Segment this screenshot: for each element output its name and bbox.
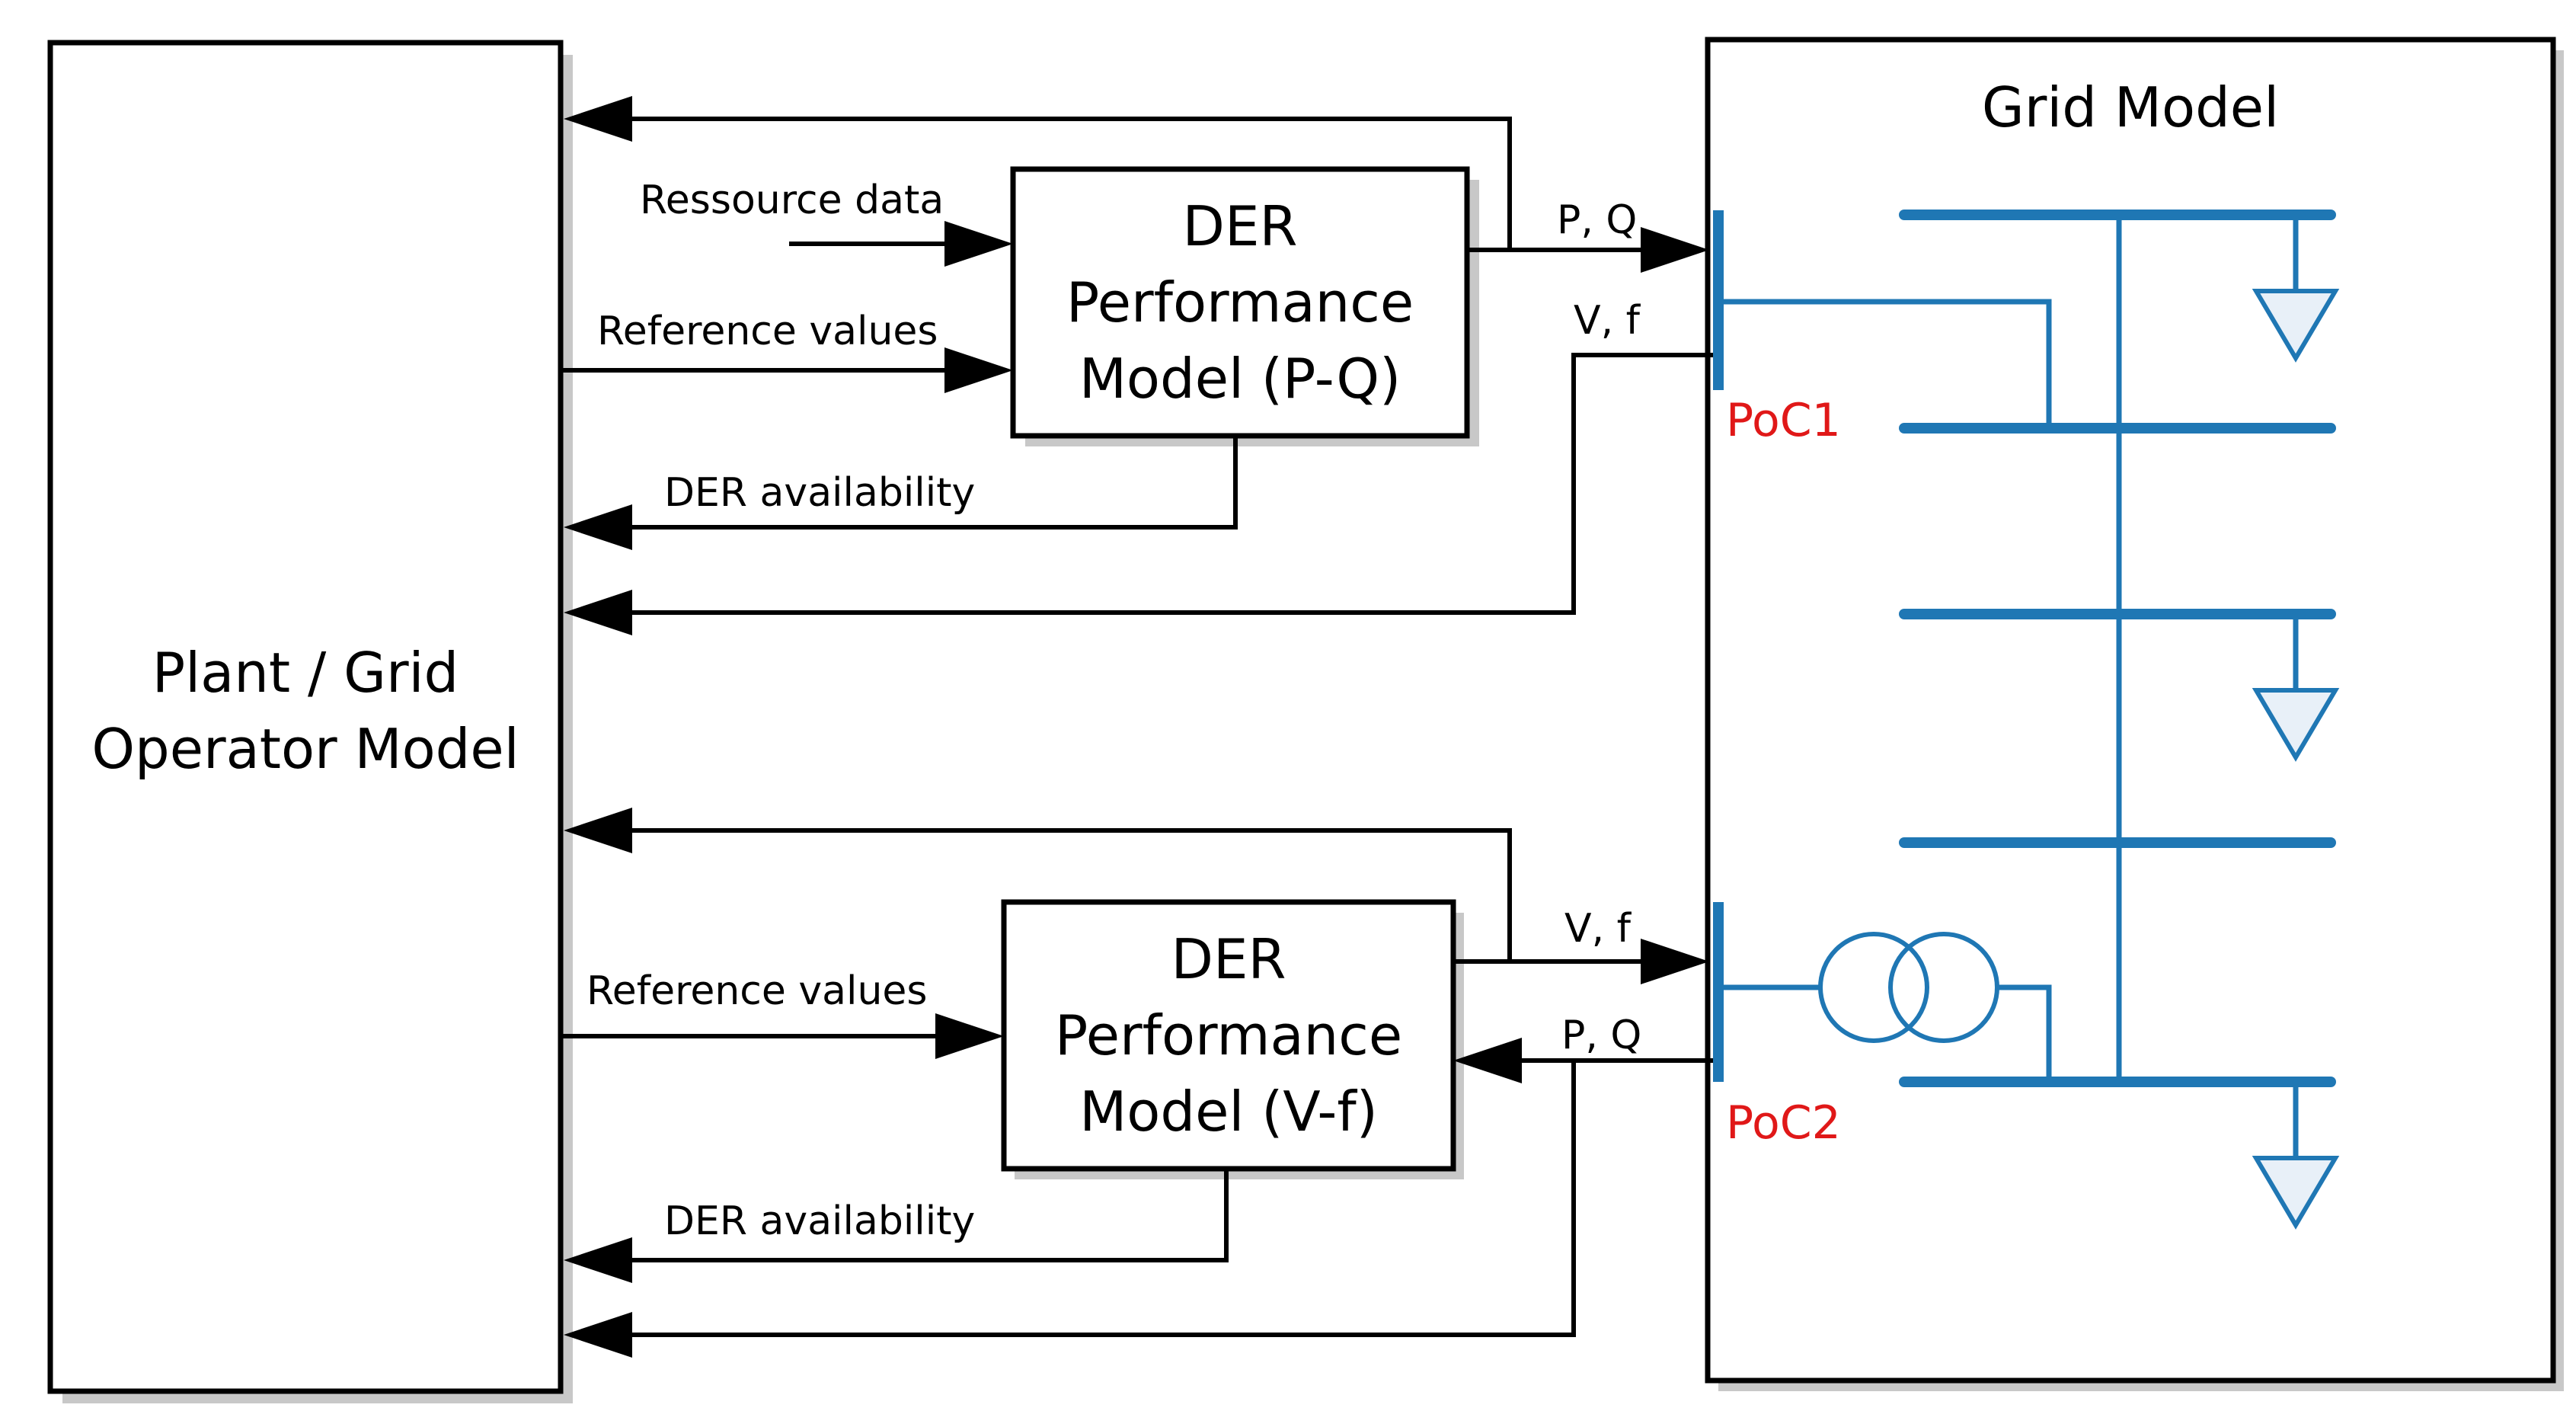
der-pq-label-line2: Performance (1066, 270, 1414, 334)
der-vf-label-line2: Performance (1055, 1003, 1402, 1067)
vf-output-label: V, f (1564, 906, 1632, 952)
der-availability-label-bottom: DER availability (664, 1198, 975, 1244)
arrowhead-right (944, 347, 1013, 393)
pq-input-label: P, Q (1561, 1013, 1641, 1058)
load-2 (2252, 614, 2340, 762)
transformer-winding-1 (1818, 932, 1929, 1043)
load-triangle-icon (2252, 1156, 2340, 1230)
arrowhead-left (564, 808, 632, 853)
der-vf-label-line3: Model (V-f) (1079, 1080, 1378, 1144)
grid-model-title: Grid Model (1982, 75, 2279, 139)
vf-feedback-wire (625, 828, 1512, 961)
grid-network: PoC1 PoC2 (1713, 210, 2340, 1230)
der-availability-wire-top (625, 436, 1238, 530)
operator-model-block: Plant / Grid Operator Model (47, 40, 573, 1403)
load-triangle-icon (2252, 289, 2340, 363)
poc2-label: PoC2 (1726, 1096, 1841, 1150)
arrowhead-left (1453, 1038, 1522, 1083)
load-3 (2252, 1082, 2340, 1230)
arrowhead-left (564, 504, 632, 550)
reference-values-label-top: Reference values (597, 309, 938, 354)
load-1 (2252, 215, 2340, 363)
der-vf-model-block: DER Performance Model (V-f) (1001, 899, 1464, 1179)
pq-output-label: P, Q (1557, 197, 1637, 243)
arrowhead-left (564, 590, 632, 635)
vf-return-label-top: V, f (1574, 298, 1641, 344)
der-pq-label-line1: DER (1183, 194, 1298, 258)
pq-return-wire-bottom (625, 1061, 1576, 1337)
grid-model-block: Grid Model (1705, 37, 2564, 1391)
arrowhead-right (935, 1013, 1004, 1059)
der-availability-wire-bottom (625, 1169, 1229, 1262)
resource-data-label: Ressource data (640, 178, 944, 223)
top-signal-wires: Ressource data Reference values DER avai… (561, 96, 1714, 635)
transformer-secondary-feeder (1997, 984, 2052, 1082)
load-triangle-icon (2252, 688, 2340, 762)
arrowhead-right (1641, 939, 1709, 984)
vf-return-wire-top (625, 353, 1714, 615)
arrowhead-left (564, 1237, 632, 1283)
reference-values-label-bottom: Reference values (586, 968, 928, 1014)
der-availability-label-top: DER availability (664, 470, 975, 516)
operator-model-label-line1: Plant / Grid (152, 641, 459, 705)
arrowhead-right (944, 221, 1013, 267)
arrowhead-right (1641, 227, 1709, 273)
poc1-feeder (1723, 299, 2052, 428)
operator-model-label-line2: Operator Model (91, 717, 519, 781)
arrowhead-left (564, 1312, 632, 1358)
der-pq-label-line3: Model (P-Q) (1079, 347, 1401, 411)
bottom-signal-wires: Reference values DER availability V, f P… (561, 808, 1714, 1358)
der-pq-model-block: DER Performance Model (P-Q) (1010, 166, 1479, 446)
arrowhead-left (564, 96, 632, 142)
pq-feedback-wire (625, 117, 1512, 250)
poc1-label: PoC1 (1726, 394, 1841, 447)
der-vf-label-line1: DER (1171, 927, 1286, 991)
